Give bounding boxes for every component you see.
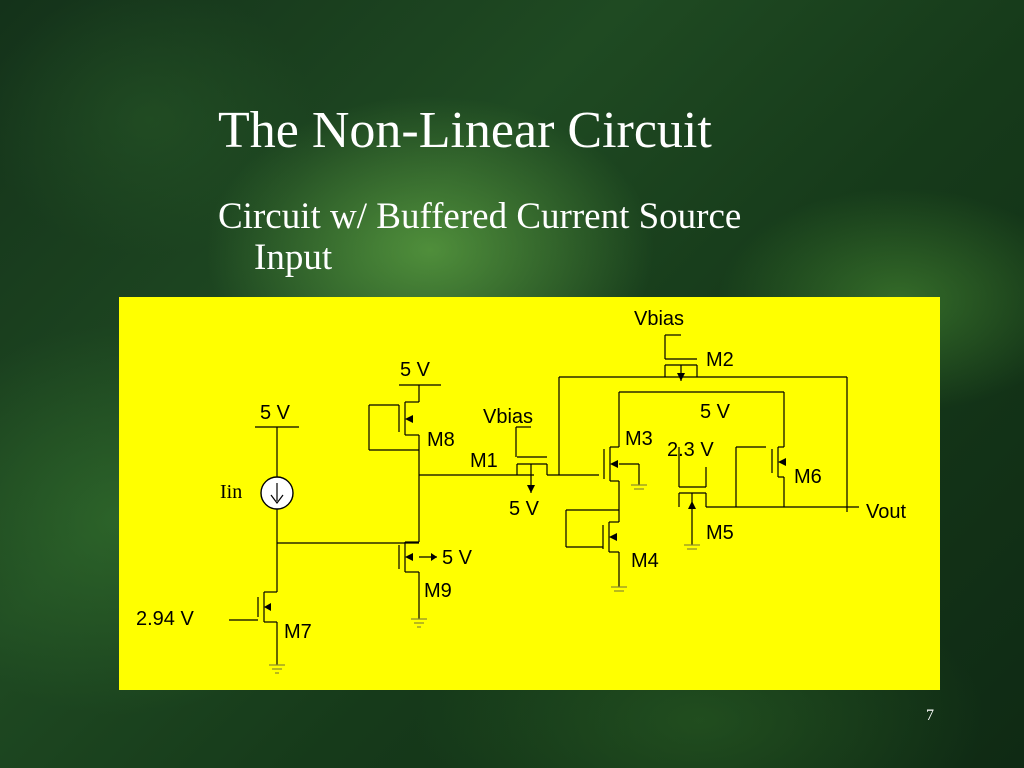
label-2-3v: 2.3 V [667,439,714,461]
transistor-m6-icon [735,446,786,507]
circuit-diagram-panel: Vbias M2 5 V 5 V Vbias 5 V M3 2.3 V M8 M… [119,297,940,690]
transistor-m7-icon [229,591,285,674]
label-m4: M4 [631,550,659,572]
label-m1: M1 [470,450,498,472]
slide-title: The Non-Linear Circuit [218,102,712,159]
transistor-m9-icon [398,541,437,628]
label-5v-m8: 5 V [400,359,431,381]
label-5v-m1: 5 V [509,498,540,520]
label-2-94v: 2.94 V [136,608,194,630]
label-m9: M9 [424,580,452,602]
label-5v-m9: 5 V [442,547,473,569]
mirror-branch [368,384,534,628]
current-arrow-icon [270,483,284,504]
label-5v-iin: 5 V [260,402,291,424]
transistor-m2-icon [558,334,848,512]
circuit-schematic: Vbias M2 5 V 5 V Vbias 5 V M3 2.3 V M8 M… [136,308,906,674]
label-m5: M5 [706,522,734,544]
label-iin: Iin [220,481,242,503]
label-vbias-m1: Vbias [483,406,533,428]
transistor-m5-icon [678,447,859,550]
subtitle-line-1: Circuit w/ Buffered Current Source [218,196,742,237]
input-branch [229,426,419,674]
page-number: 7 [926,707,934,724]
transistor-m1-icon [515,426,599,493]
label-m3: M3 [625,428,653,450]
label-vout: Vout [866,501,906,523]
slide-subtitle: Circuit w/ Buffered Current Source Input [218,196,918,279]
label-m8: M8 [427,429,455,451]
label-5v-m2: 5 V [700,401,731,423]
label-m6: M6 [794,466,822,488]
label-m2: M2 [706,349,734,371]
subtitle-line-2: Input [254,237,333,279]
label-m7: M7 [284,621,312,643]
transistor-m3-icon [603,446,647,512]
transistor-m8-icon [368,401,419,451]
transistor-m4-icon [565,509,627,592]
label-vbias-top: Vbias [634,308,684,330]
